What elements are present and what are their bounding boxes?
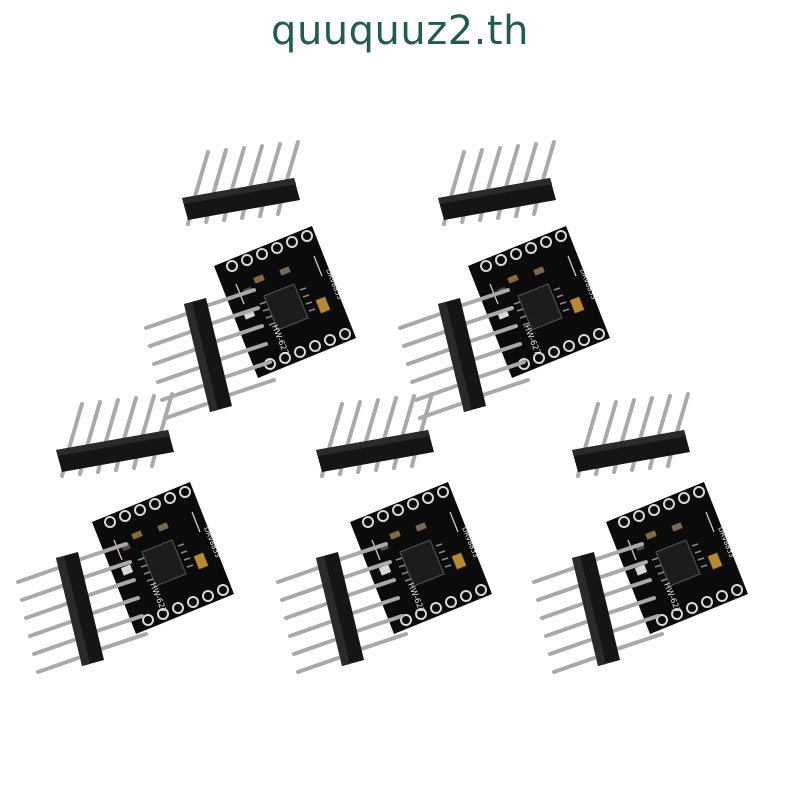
board-group-2: HW-627 DRV8833 (398, 140, 611, 420)
board-group-3: HW-627 DRV8833 (16, 392, 235, 674)
board-group-5: HW-627 DRV8833 (532, 392, 749, 674)
watermark-text: quuquuz2.th (271, 8, 529, 54)
board-group-4: HW-627 DRV8833 (276, 392, 493, 674)
board-group-1: HW-627 DRV8833 (144, 140, 357, 420)
